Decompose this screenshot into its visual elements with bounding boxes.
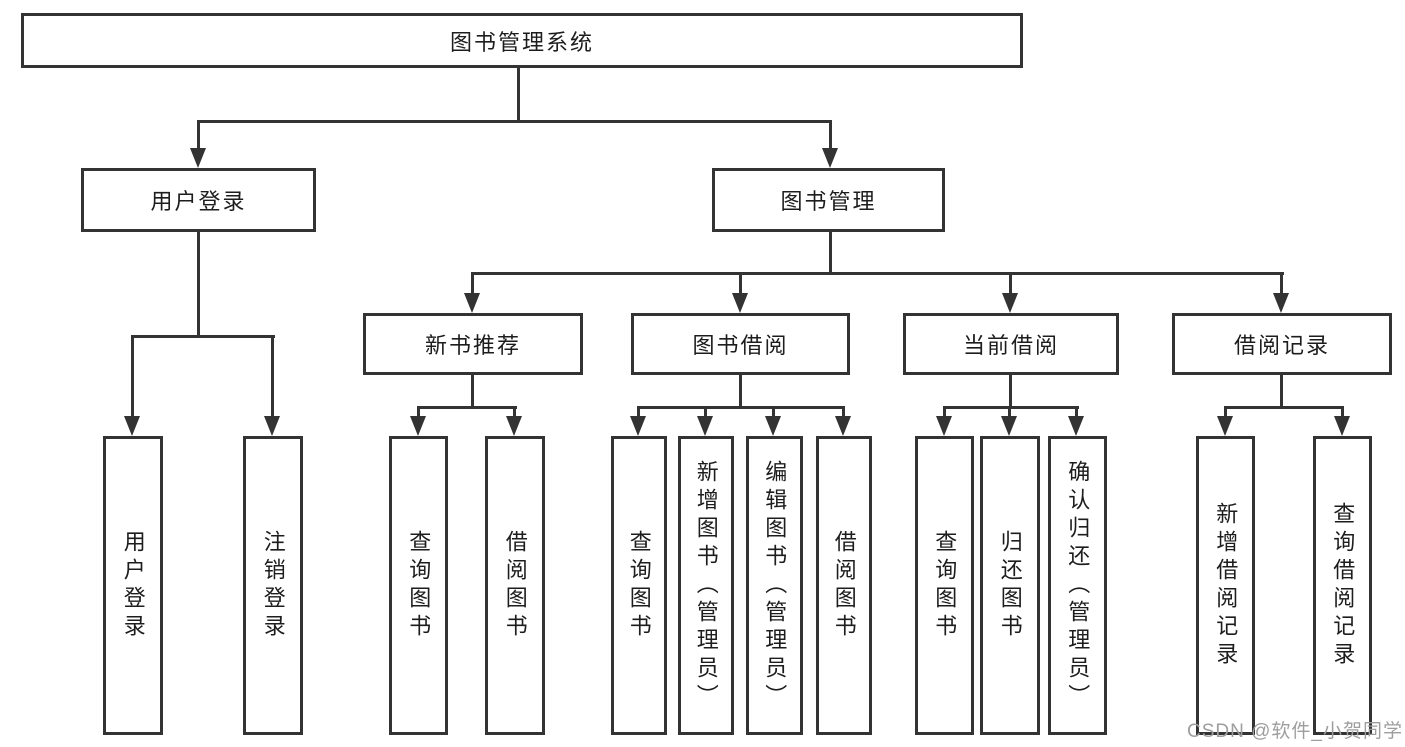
connector-line bbox=[842, 406, 845, 420]
connector-line bbox=[1009, 272, 1012, 294]
leaf-logout: 注销登录 bbox=[243, 436, 303, 735]
arrow-down-icon bbox=[835, 416, 851, 436]
node-label: 借阅记录 bbox=[1233, 333, 1330, 358]
connector-line bbox=[271, 335, 274, 420]
connector-line bbox=[131, 335, 275, 338]
leaf-confirm-return-admin: 确认归还（管理员） bbox=[1048, 436, 1107, 735]
node-label: 新书推荐 bbox=[424, 333, 521, 358]
connector-line bbox=[197, 120, 200, 150]
node-label: 新增借阅记录 bbox=[1213, 501, 1239, 670]
arrow-down-icon bbox=[936, 416, 952, 436]
node-book-management: 图书管理 bbox=[712, 168, 945, 232]
node-label: 归还图书 bbox=[997, 529, 1023, 642]
arrow-down-icon bbox=[1217, 416, 1233, 436]
connector-line bbox=[471, 272, 1284, 275]
connector-line bbox=[471, 272, 474, 294]
node-label: 查询图书 bbox=[932, 529, 958, 642]
node-label: 图书管理 bbox=[780, 189, 877, 214]
connector-line bbox=[1009, 375, 1012, 409]
connector-line bbox=[739, 375, 742, 409]
leaf-query-books: 查询图书 bbox=[611, 436, 667, 735]
node-label: 用户登录 bbox=[120, 529, 146, 642]
arrow-down-icon bbox=[1273, 293, 1289, 313]
node-label: 确认归还（管理员） bbox=[1065, 459, 1091, 712]
node-label: 借阅图书 bbox=[502, 529, 528, 642]
node-label: 借阅图书 bbox=[831, 529, 857, 642]
node-new-book-recommendation: 新书推荐 bbox=[363, 313, 583, 375]
leaf-query-books: 查询图书 bbox=[389, 436, 448, 735]
connector-line bbox=[1280, 272, 1283, 294]
connector-line bbox=[943, 406, 1079, 409]
arrow-down-icon bbox=[1002, 293, 1018, 313]
arrow-down-icon bbox=[1001, 416, 1017, 436]
connector-line bbox=[637, 406, 845, 409]
node-label: 注销登录 bbox=[260, 529, 286, 642]
connector-line bbox=[1224, 406, 1227, 420]
arrow-down-icon bbox=[697, 416, 713, 436]
connector-line bbox=[1341, 406, 1344, 420]
leaf-add-books-admin: 新增图书（管理员） bbox=[678, 436, 734, 735]
leaf-edit-books-admin: 编辑图书（管理员） bbox=[746, 436, 803, 735]
node-borrowing-records: 借阅记录 bbox=[1172, 313, 1392, 375]
node-label: 编辑图书（管理员） bbox=[762, 459, 788, 712]
connector-line bbox=[417, 406, 420, 420]
leaf-add-borrow-record: 新增借阅记录 bbox=[1196, 436, 1255, 735]
connector-line bbox=[1075, 406, 1078, 420]
connector-line bbox=[417, 406, 517, 409]
connector-line bbox=[704, 406, 707, 420]
leaf-query-borrow-record: 查询借阅记录 bbox=[1313, 436, 1372, 735]
leaf-return-books: 归还图书 bbox=[980, 436, 1040, 735]
arrow-down-icon bbox=[822, 148, 838, 168]
node-label: 图书管理系统 bbox=[449, 29, 594, 55]
connector-line bbox=[1224, 406, 1344, 409]
arrow-down-icon bbox=[264, 416, 280, 436]
connector-line bbox=[943, 406, 946, 420]
arrow-down-icon bbox=[1068, 416, 1084, 436]
node-label: 查询借阅记录 bbox=[1330, 501, 1356, 670]
connector-line bbox=[829, 120, 832, 150]
arrow-down-icon bbox=[732, 293, 748, 313]
node-label: 当前借阅 bbox=[962, 333, 1059, 358]
arrow-down-icon bbox=[410, 416, 426, 436]
connector-line bbox=[197, 232, 200, 338]
leaf-borrow-books: 借阅图书 bbox=[816, 436, 872, 735]
leaf-borrow-books: 借阅图书 bbox=[485, 436, 545, 735]
connector-line bbox=[739, 272, 742, 294]
node-user-login: 用户登录 bbox=[81, 168, 316, 232]
connector-line bbox=[513, 406, 516, 420]
arrow-down-icon bbox=[630, 416, 646, 436]
connector-line bbox=[1280, 375, 1283, 409]
leaf-query-books: 查询图书 bbox=[915, 436, 974, 735]
node-label: 用户登录 bbox=[150, 189, 247, 214]
connector-line bbox=[772, 406, 775, 420]
connector-line bbox=[471, 375, 474, 409]
watermark: CSDN @软件_小贺同学 bbox=[1187, 721, 1403, 742]
arrow-down-icon bbox=[464, 293, 480, 313]
connector-line bbox=[131, 335, 134, 420]
leaf-user-login: 用户登录 bbox=[103, 436, 163, 735]
arrow-down-icon bbox=[506, 416, 522, 436]
arrow-down-icon bbox=[1334, 416, 1350, 436]
arrow-down-icon bbox=[124, 416, 140, 436]
arrow-down-icon bbox=[190, 148, 206, 168]
connector-line bbox=[829, 232, 832, 275]
node-label: 查询图书 bbox=[626, 529, 652, 642]
connector-line bbox=[637, 406, 640, 420]
arrow-down-icon bbox=[765, 416, 781, 436]
node-label: 查询图书 bbox=[406, 529, 432, 642]
node-label: 新增图书（管理员） bbox=[693, 459, 719, 712]
node-book-borrowing: 图书借阅 bbox=[631, 313, 850, 375]
connector-line bbox=[197, 120, 832, 123]
node-label: 图书借阅 bbox=[692, 333, 789, 358]
connector-line bbox=[517, 68, 520, 123]
connector-line bbox=[1008, 406, 1011, 420]
node-library-management-system: 图书管理系统 bbox=[21, 13, 1023, 68]
node-current-borrowing: 当前借阅 bbox=[903, 313, 1119, 375]
